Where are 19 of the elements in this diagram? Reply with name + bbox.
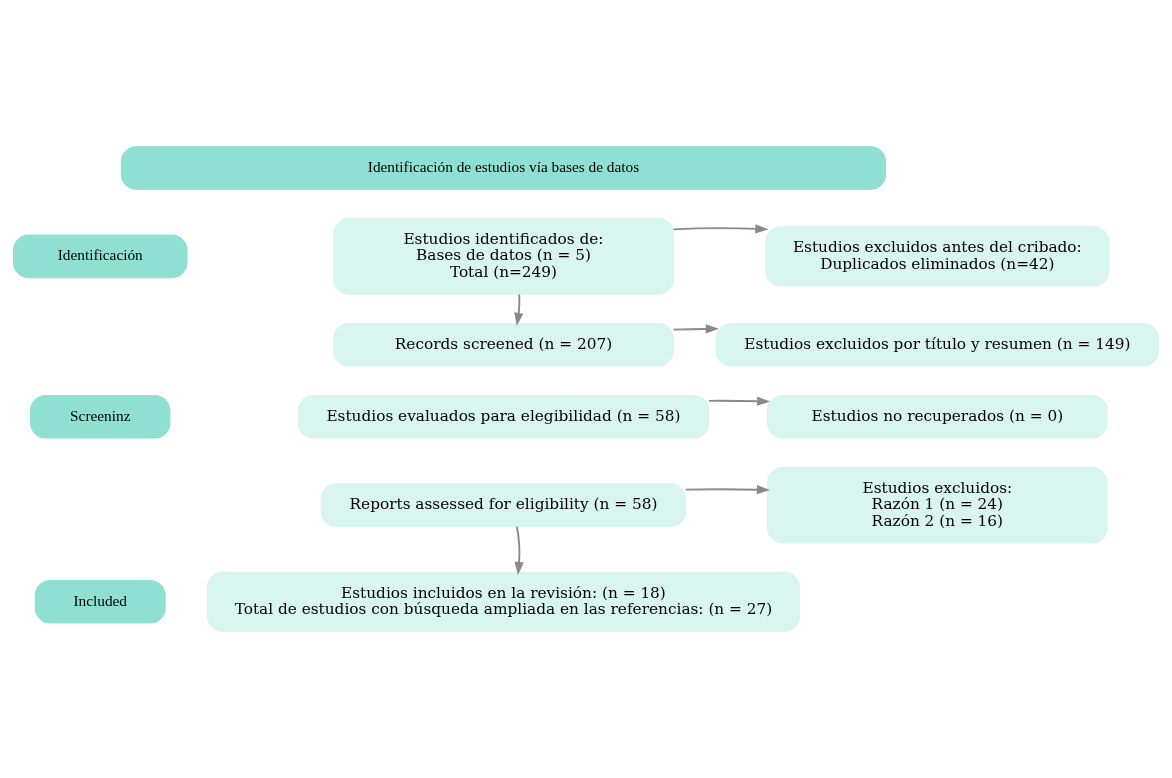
node-box: Estudios incluidos en la revisión: (n = 18) Total de estudios con búsqueda ampliada en las referencias: (n = 27): [206, 571, 800, 632]
node-box: Estudios excluidos por título y resumen (n = 149): [715, 323, 1159, 367]
node-box: Records screened (n = 207): [333, 323, 674, 367]
node-box: Identificación: [13, 234, 188, 279]
node-box: Screeninz: [30, 394, 171, 439]
node-box: Estudios excluidos antes del cribado: Duplicados eliminados (n=42): [765, 226, 1110, 287]
node-box: Identificación de estudios vía bases de datos: [120, 146, 887, 190]
arrow: [684, 485, 771, 495]
node-box: Estudios evaluados para elegibilidad (n = 58): [297, 394, 710, 439]
node-box: Estudios no recuperados (n = 0): [767, 394, 1108, 439]
arrow: [514, 525, 524, 576]
node-box: Estudios identificados de: Bases de datos (n = 5) Total (n=249): [333, 218, 674, 295]
arrow: [708, 396, 771, 406]
node-box: Included: [34, 580, 166, 624]
node-box: Reports assessed for eligibility (n = 58): [320, 483, 687, 527]
arrow: [672, 224, 769, 234]
arrow: [672, 324, 719, 334]
node-box: Estudios excluidos: Razón 1 (n = 24) Razón 2 (n = 16): [767, 466, 1108, 544]
arrow: [514, 293, 524, 327]
